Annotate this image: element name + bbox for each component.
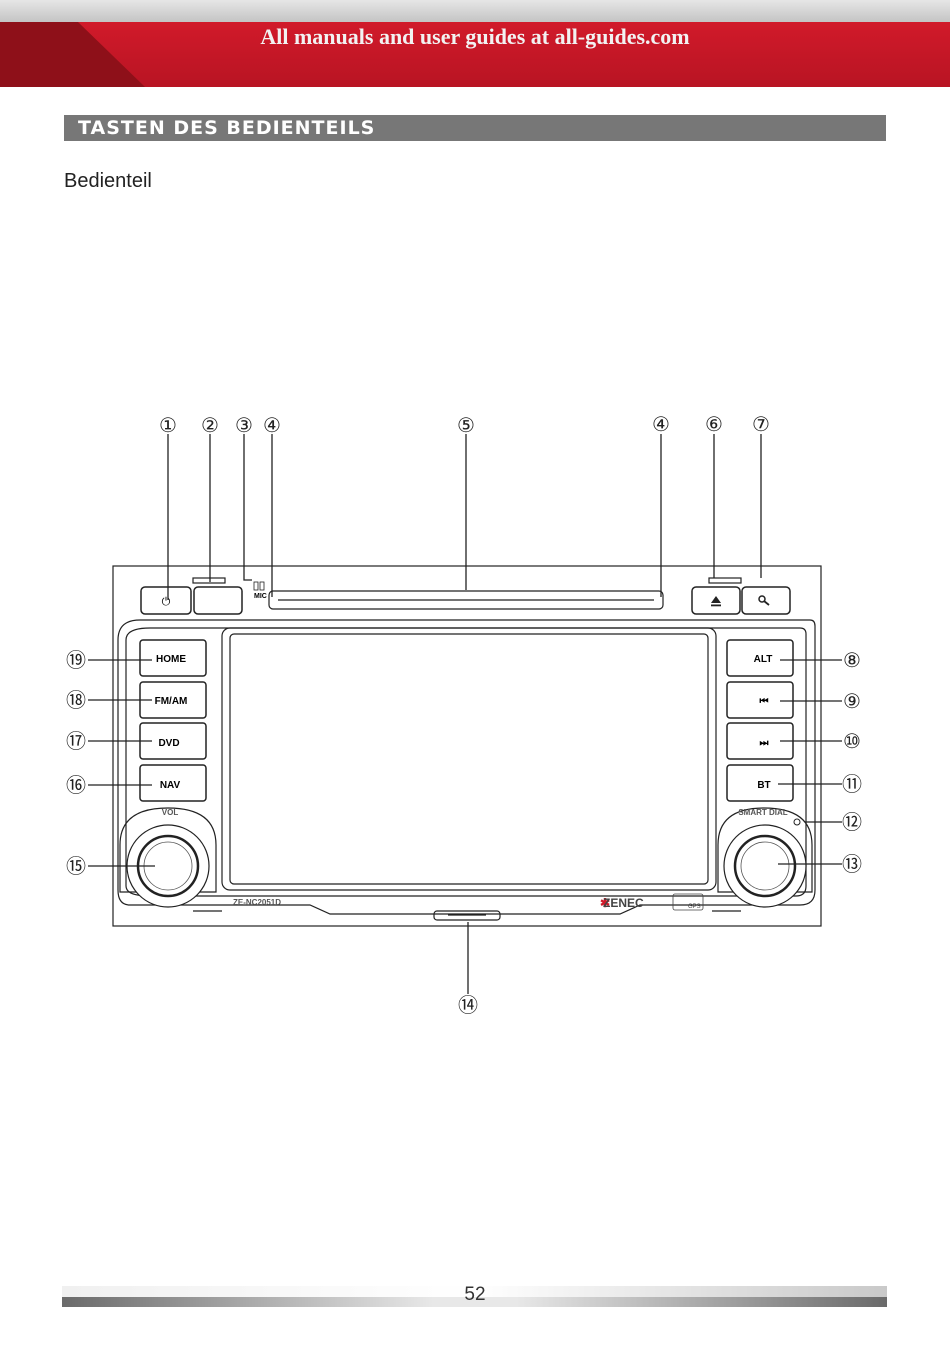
- svg-text:HOME: HOME: [156, 654, 186, 665]
- svg-text:NAV: NAV: [160, 780, 181, 791]
- mic-indicator: MIC: [253, 581, 267, 600]
- button-previous-track: ⏮: [726, 681, 794, 719]
- button-bt: BT: [726, 764, 794, 802]
- callout-6: ⑥: [705, 412, 723, 436]
- power-icon: ⏻: [162, 595, 171, 608]
- callout-9: ⑨: [843, 689, 861, 713]
- callout-14: ⑭: [458, 993, 478, 1017]
- inner-bezel: [117, 619, 816, 915]
- card-slot: [433, 910, 501, 921]
- button-alt: ALT: [726, 639, 794, 677]
- button-nav: NAV: [139, 764, 207, 802]
- device-front-panel-diagram: ⏻ MIC HOME FM/AM DVD NAV: [66, 412, 862, 1017]
- callout-11: ⑪: [842, 772, 862, 796]
- callout-10: ⑩: [843, 729, 861, 753]
- smart-dial-knob: [723, 824, 807, 908]
- disc-slot: [268, 590, 664, 610]
- faceplate-outline: [112, 565, 822, 927]
- callout-1: ①: [159, 413, 177, 437]
- callout-16: ⑯: [66, 773, 86, 797]
- gps-badge: GPS: [672, 893, 704, 911]
- previous-track-icon: ⏮: [760, 696, 769, 707]
- callout-13: ⑬: [842, 852, 862, 876]
- top-button-blank: [193, 586, 243, 615]
- section-heading-bar: TASTEN DES BEDIENTEILS: [64, 115, 886, 141]
- svg-text:FM/AM: FM/AM: [155, 696, 188, 707]
- display-screen: [229, 633, 709, 885]
- vol-label: VOL: [162, 808, 179, 817]
- brand-label: ZENEC: [603, 896, 644, 910]
- banner-background: [0, 0, 950, 87]
- callout-7: ⑦: [752, 412, 770, 436]
- search-icon: [758, 595, 766, 603]
- subheading: Bedienteil: [64, 170, 152, 192]
- eject-icon: [711, 596, 721, 603]
- eject-button: [691, 586, 741, 615]
- callout-12: ⑫: [842, 810, 862, 834]
- svg-text:DVD: DVD: [158, 738, 179, 749]
- callout-4b: ④: [652, 412, 670, 436]
- header-banner: All manuals and user guides at all-guide…: [0, 0, 950, 87]
- callout-8: ⑧: [843, 648, 861, 672]
- button-home: HOME: [139, 639, 207, 677]
- callout-18: ⑱: [66, 688, 86, 712]
- next-track-icon: ⏭: [760, 738, 769, 749]
- callout-3: ③: [235, 413, 253, 437]
- callout-5: ⑤: [457, 413, 475, 437]
- brand-star-icon: ✱: [600, 896, 610, 910]
- callout-17: ⑰: [66, 729, 86, 753]
- banner-link-text[interactable]: All manuals and user guides at all-guide…: [260, 24, 690, 49]
- page-number: 52: [464, 1284, 486, 1305]
- callout-2: ②: [201, 413, 219, 437]
- display-outer: [221, 627, 717, 891]
- svg-text:GPS: GPS: [688, 904, 701, 910]
- svg-text:ALT: ALT: [754, 654, 773, 665]
- search-button: [741, 586, 791, 615]
- section-title: TASTEN DES BEDIENTEILS: [78, 117, 376, 139]
- mic-label: MIC: [254, 593, 267, 600]
- vol-knob: [126, 824, 210, 908]
- power-button: ⏻: [140, 586, 192, 615]
- footer-bar: [62, 1286, 887, 1307]
- callout-4: ④: [263, 413, 281, 437]
- callout-lines: [88, 434, 842, 994]
- model-label: ZE-NC2051D: [233, 898, 281, 907]
- callout-15: ⑮: [66, 854, 86, 878]
- smart-dial-label: SMART DIAL: [738, 808, 787, 817]
- callout-19: ⑲: [66, 648, 86, 672]
- sensor-indicator: [793, 818, 801, 826]
- svg-text:BT: BT: [757, 780, 770, 791]
